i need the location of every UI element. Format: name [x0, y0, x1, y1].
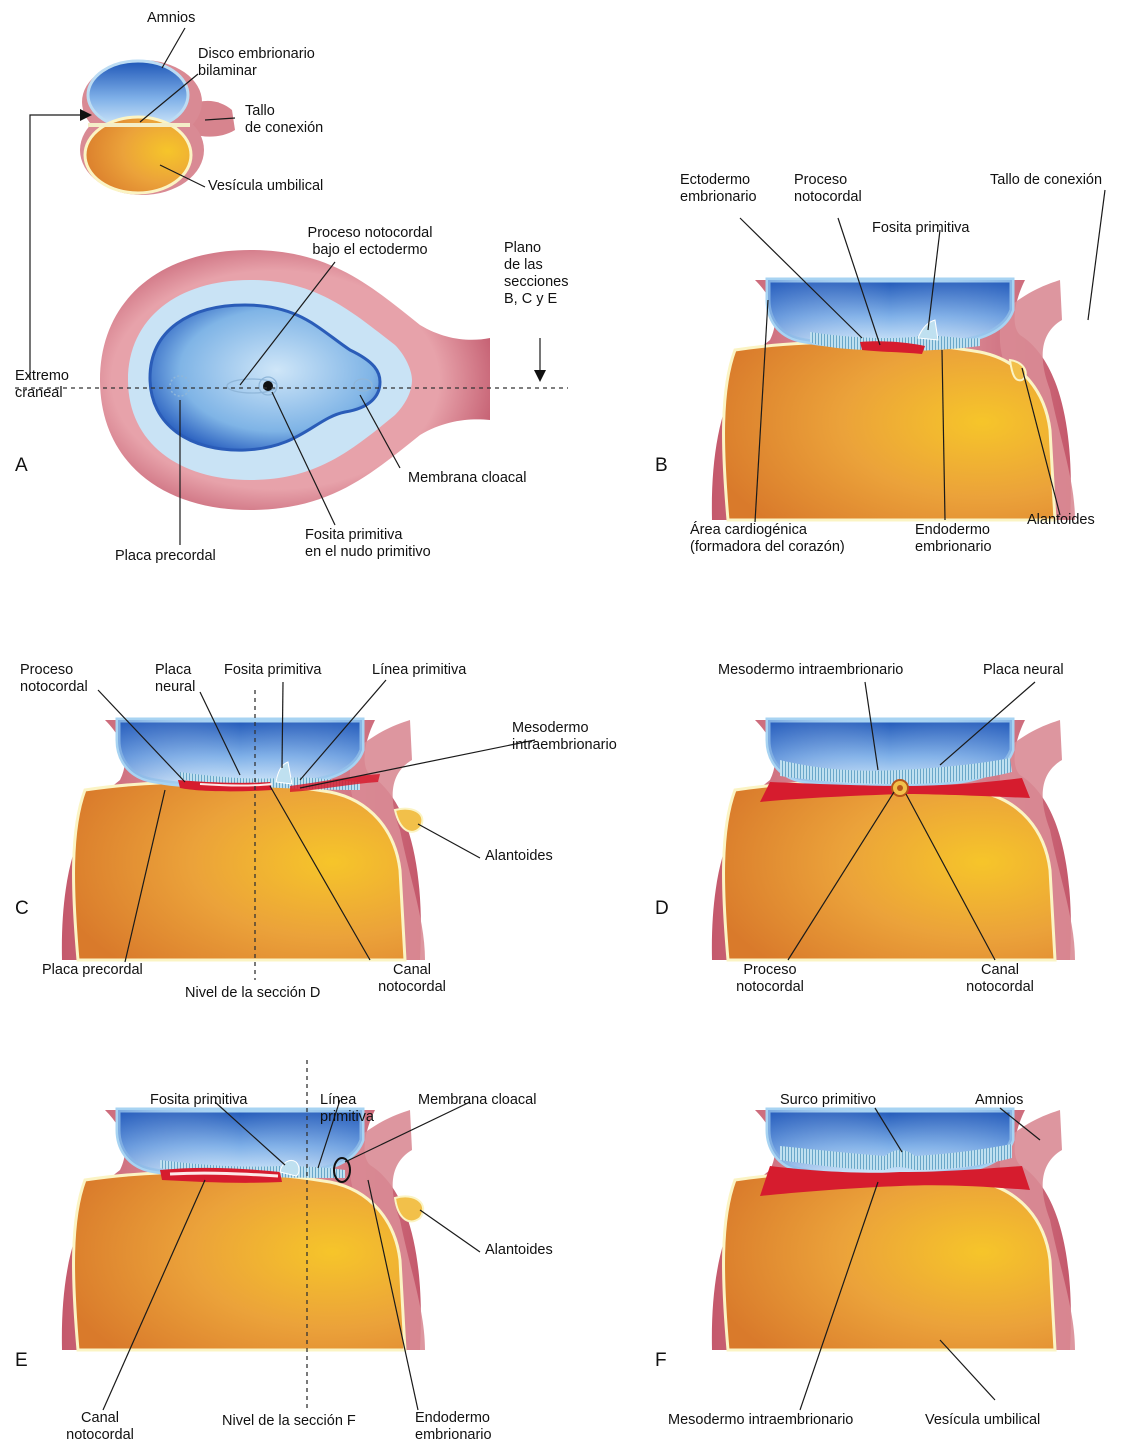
label-placa-neural-d: Placa neural	[983, 662, 1064, 679]
label-fosita-primitiva-e: Fosita primitiva	[150, 1092, 248, 1109]
label-endodermo-embrionario-e: Endodermo embrionario	[415, 1410, 492, 1444]
panel-e	[62, 1060, 480, 1410]
label-amnios: Amnios	[147, 10, 195, 27]
panel-letter-f: F	[655, 1350, 667, 1372]
label-extremo-craneal: Extremo craneal	[15, 368, 69, 402]
label-mesodermo-c: Mesodermo intraembrionario	[512, 720, 617, 754]
label-area-cardiogenica: Área cardiogénica (formadora del corazón…	[690, 522, 845, 556]
label-nivel-seccion-f: Nivel de la sección F	[222, 1413, 356, 1430]
label-nivel-seccion-d: Nivel de la sección D	[185, 985, 320, 1002]
panel-letter-b: B	[655, 455, 668, 477]
panel-d	[712, 682, 1075, 960]
label-linea-primitiva-c: Línea primitiva	[372, 662, 466, 679]
label-mesodermo-d: Mesodermo intraembrionario	[718, 662, 903, 679]
label-proceso-notocordal-c: Proceso notocordal	[20, 662, 88, 696]
panel-f	[712, 1108, 1075, 1410]
label-tallo-conexion: Tallo de conexión	[245, 103, 323, 137]
label-tallo-conexion-b: Tallo de conexión	[990, 172, 1102, 189]
label-placa-precordal: Placa precordal	[115, 548, 216, 565]
label-proceso-notocordal-b: Proceso notocordal	[794, 172, 862, 206]
panel-c	[62, 680, 535, 980]
label-alantoides-b: Alantoides	[1027, 512, 1095, 529]
label-linea-primitiva-e: Línea primitiva	[320, 1092, 374, 1126]
label-placa-precordal-c: Placa precordal	[42, 962, 143, 979]
panel-letter-e: E	[15, 1350, 28, 1372]
label-membrana-cloacal-e: Membrana cloacal	[418, 1092, 536, 1109]
label-canal-notocordal-c: Canal notocordal	[372, 962, 452, 996]
panel-b	[712, 190, 1105, 522]
label-membrana-cloacal: Membrana cloacal	[408, 470, 526, 487]
label-vesicula-umbilical: Vesícula umbilical	[208, 178, 323, 195]
label-canal-notocordal-e: Canal notocordal	[55, 1410, 145, 1444]
label-mesodermo-f: Mesodermo intraembrionario	[668, 1412, 853, 1429]
label-amnios-f: Amnios	[975, 1092, 1023, 1109]
label-proceso-notocordal-d: Proceso notocordal	[720, 962, 820, 996]
label-surco-primitivo: Surco primitivo	[780, 1092, 876, 1109]
panel-letter-c: C	[15, 898, 29, 920]
label-vesicula-umbilical-f: Vesícula umbilical	[925, 1412, 1040, 1429]
label-fosita-primitiva: Fosita primitiva en el nudo primitivo	[305, 527, 431, 561]
label-fosita-primitiva-b: Fosita primitiva	[872, 220, 970, 237]
label-endodermo-embrionario-b: Endodermo embrionario	[915, 522, 992, 556]
label-alantoides-c: Alantoides	[485, 848, 553, 865]
label-disco-embrionario: Disco embrionario bilaminar	[198, 46, 315, 80]
panel-a-overview	[80, 60, 235, 195]
label-placa-neural-c: Placa neural	[155, 662, 195, 696]
label-canal-notocordal-d: Canal notocordal	[960, 962, 1040, 996]
panel-letter-d: D	[655, 898, 669, 920]
label-fosita-primitiva-c: Fosita primitiva	[224, 662, 322, 679]
label-plano-secciones: Plano de las secciones B, C y E	[504, 240, 568, 308]
label-alantoides-e: Alantoides	[485, 1242, 553, 1259]
label-ectodermo-embrionario: Ectodermo embrionario	[680, 172, 757, 206]
label-proceso-notocordal: Proceso notocordal bajo el ectodermo	[290, 225, 450, 259]
panel-letter-a: A	[15, 455, 28, 477]
